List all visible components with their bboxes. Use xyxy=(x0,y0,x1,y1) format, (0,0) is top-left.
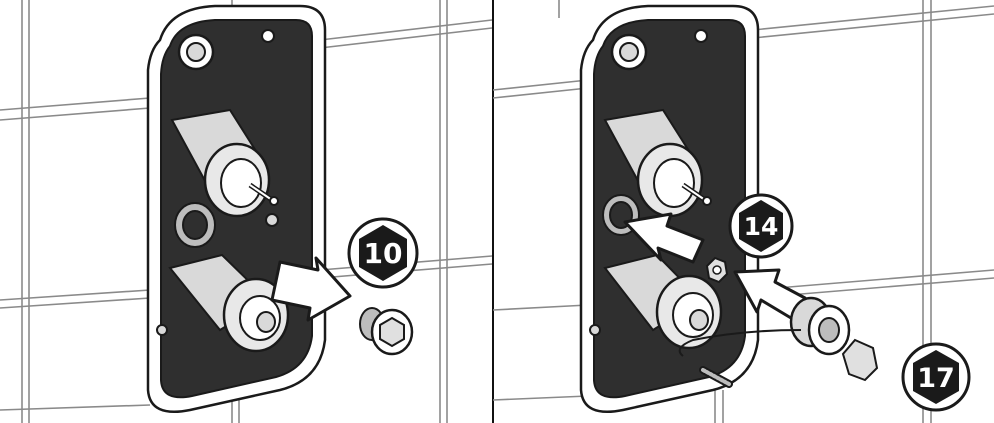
step-2-panel: 14 17 xyxy=(493,0,994,423)
step-1-illustration: 10 xyxy=(0,0,492,423)
lower-cartridge xyxy=(589,253,723,350)
upper-cartridge xyxy=(603,108,712,218)
hex-wrench-size-icon xyxy=(913,350,959,404)
hose-wire xyxy=(678,329,802,388)
step-2-illustration: 14 17 xyxy=(493,0,994,423)
hex-nut xyxy=(705,256,729,284)
threaded-port xyxy=(174,202,279,248)
hex-wrench-size-icon xyxy=(739,200,783,252)
badge-label-17: 17 xyxy=(917,363,955,394)
lower-cartridge xyxy=(156,253,290,353)
hex-wrench-size-icon xyxy=(359,225,407,281)
insert-fitting-arrow xyxy=(733,268,807,320)
wrench-size-badge-10: 10 xyxy=(347,217,419,289)
remove-plug-arrow xyxy=(270,256,352,322)
compression-fitting xyxy=(789,296,879,382)
hex-plug xyxy=(359,307,414,356)
upper-cartridge xyxy=(170,108,279,218)
badge-label-14: 14 xyxy=(744,212,779,241)
insert-nut-arrow xyxy=(623,212,705,264)
wrench-size-badge-17: 17 xyxy=(901,342,971,412)
wrench-size-badge-14: 14 xyxy=(728,193,794,259)
badge-label-10: 10 xyxy=(364,237,403,270)
panel-divider xyxy=(492,0,494,423)
step-1-panel: 10 xyxy=(0,0,492,423)
